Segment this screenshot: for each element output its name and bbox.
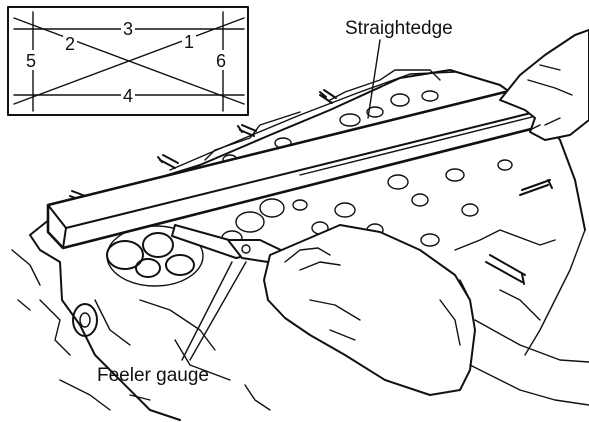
- feeler-gauge-label: Feeler gauge: [97, 365, 209, 386]
- studs: [69, 89, 553, 285]
- straightedge-label: Straightedge: [345, 18, 453, 39]
- right-hand: [499, 29, 589, 141]
- number-1: 1: [184, 32, 194, 52]
- left-hand: [263, 224, 589, 406]
- number-3: 3: [123, 19, 133, 39]
- number-4: 4: [123, 86, 133, 106]
- number-2: 2: [65, 34, 75, 54]
- cylinder-head: [11, 69, 586, 421]
- number-6: 6: [216, 51, 226, 71]
- feeler-gauge-callout: Feeler gauge: [97, 261, 247, 386]
- number-5: 5: [26, 51, 36, 71]
- measurement-pattern-inset: 3 4 2 1 5 6: [7, 6, 249, 116]
- straightedge-callout: Straightedge: [345, 18, 453, 119]
- head-side-details: [11, 229, 556, 411]
- line-2: [13, 17, 245, 105]
- inset-frame: [7, 6, 249, 116]
